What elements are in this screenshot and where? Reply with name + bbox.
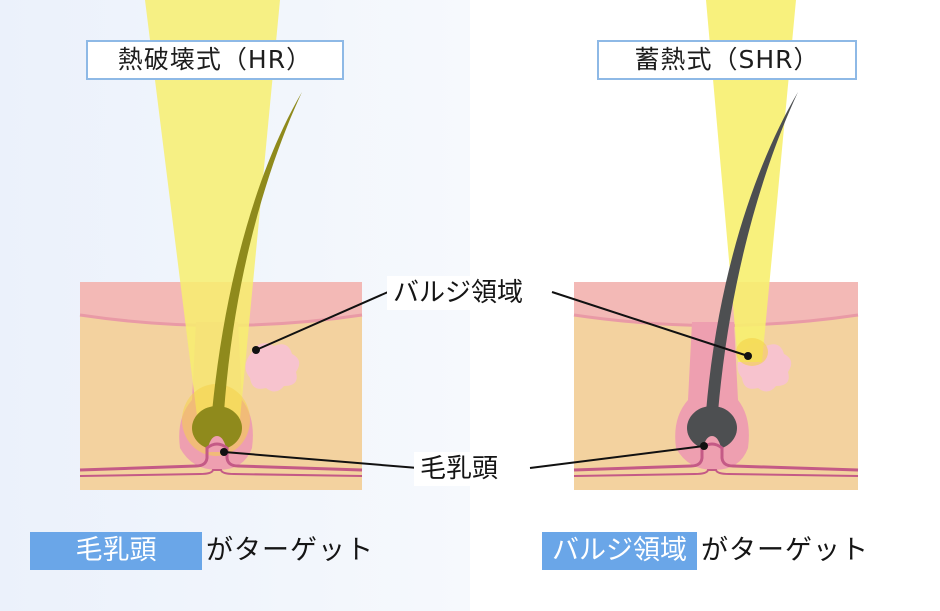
- bulge-dot-left: [252, 346, 260, 354]
- hr-target-highlight: 毛乳頭: [30, 532, 202, 570]
- bulge-dot-right: [744, 352, 752, 360]
- papilla-callout-label: 毛乳頭: [414, 452, 504, 486]
- hr-target-row: 毛乳頭がターゲット: [30, 530, 374, 570]
- shr-title-box: 蓄熱式（SHR）: [597, 40, 857, 80]
- bulge-callout-label: バルジ領域: [387, 276, 529, 310]
- hr-title-box: 熱破壊式（HR）: [86, 40, 344, 80]
- hr-title: 熱破壊式（HR）: [118, 45, 312, 74]
- shr-target-highlight: バルジ領域: [542, 532, 697, 570]
- papilla-dot-left: [220, 448, 228, 456]
- shr-heat-glow: [736, 338, 768, 366]
- shr-title: 蓄熱式（SHR）: [634, 45, 819, 74]
- papilla-dot-right: [700, 442, 708, 450]
- shr-target-row: バルジ領域がターゲット: [542, 530, 869, 570]
- shr-target-suffix: がターゲット: [701, 535, 869, 566]
- hr-target-suffix: がターゲット: [206, 535, 374, 566]
